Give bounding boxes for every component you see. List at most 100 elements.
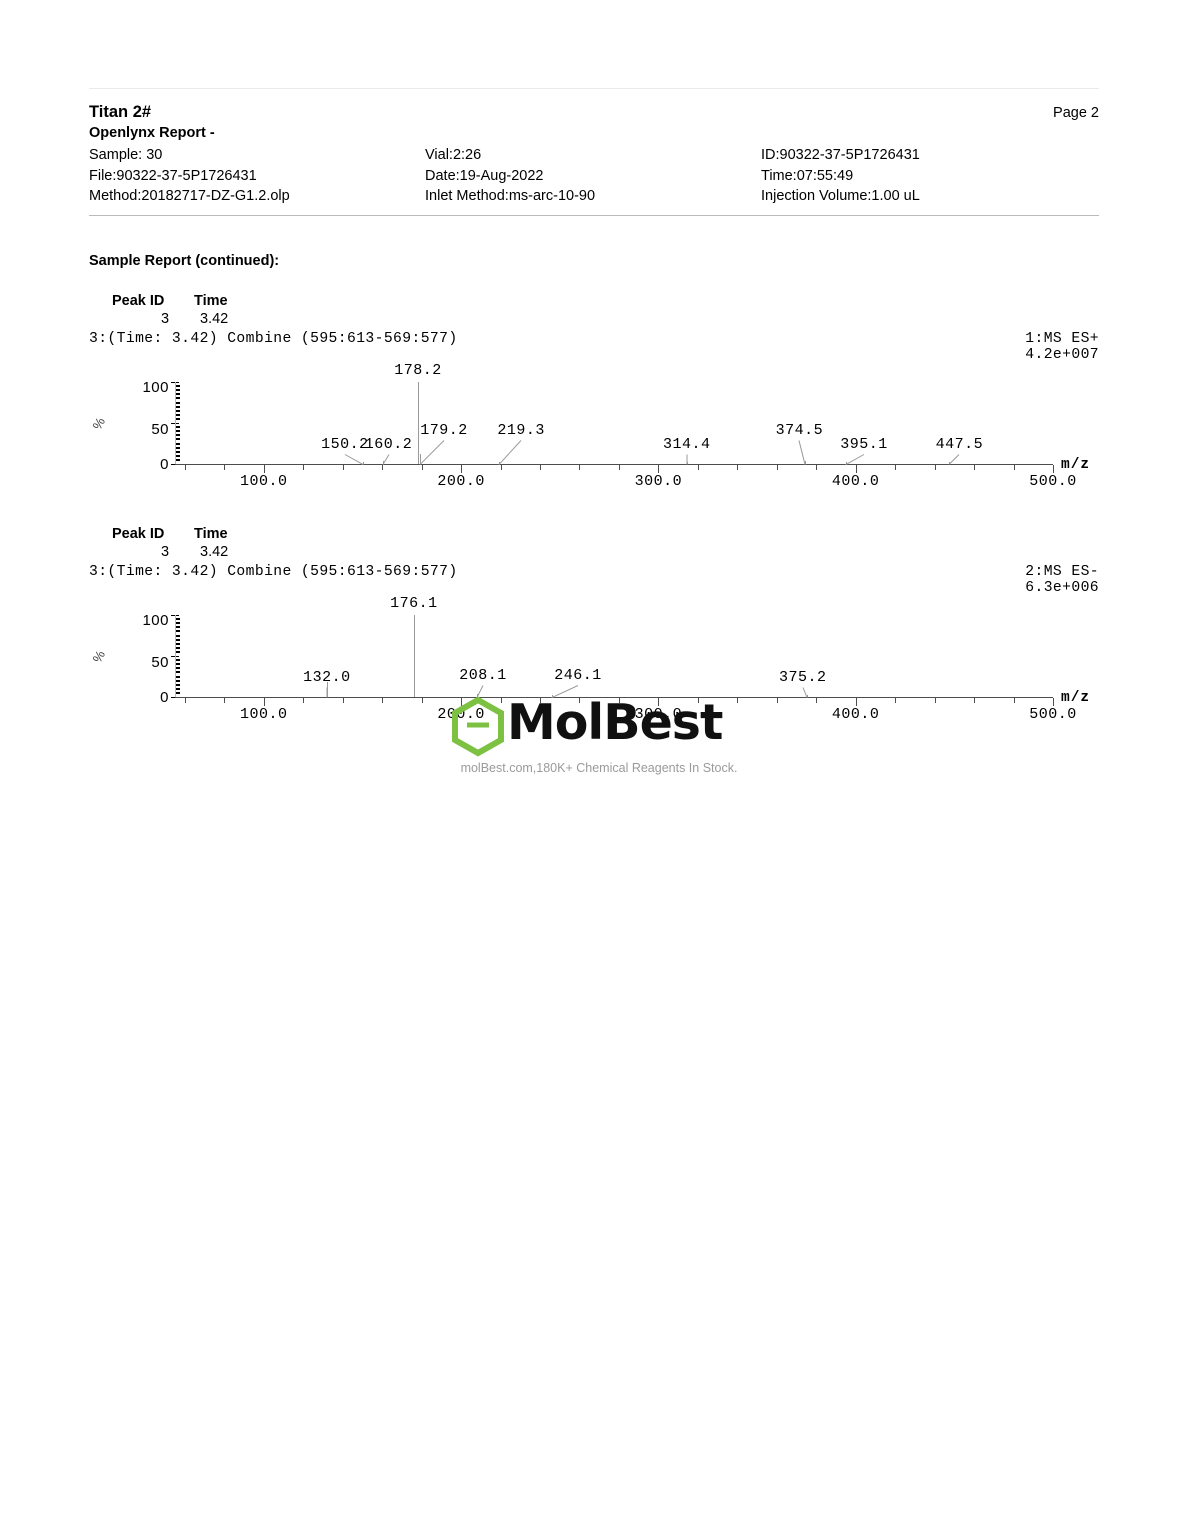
x-tick-label: 500.0 xyxy=(1029,473,1077,490)
x-tick-mark xyxy=(461,465,463,473)
x-tick-mark xyxy=(776,465,778,470)
report-metadata-grid: Sample: 30 Vial:2:26 ID:90322-37-5P17264… xyxy=(89,147,1099,209)
report-subtitle: Openlynx Report - xyxy=(89,125,215,141)
x-tick-mark xyxy=(421,698,423,703)
y-minor-tick xyxy=(175,659,180,662)
peak-leader-line xyxy=(686,454,688,465)
metadata-inlet-method: Inlet Method:ms-arc-10-90 xyxy=(425,188,596,204)
x-tick-mark xyxy=(184,698,186,703)
spectrum-peak xyxy=(326,682,328,697)
peak-annotation: 179.2 xyxy=(420,422,468,439)
peak-leader-line xyxy=(798,440,806,465)
x-tick-mark xyxy=(974,698,976,703)
x-tick-label: 200.0 xyxy=(437,706,485,723)
peak-annotation: 219.3 xyxy=(497,422,545,439)
y-axis-line xyxy=(175,615,176,697)
x-tick-mark xyxy=(895,698,897,703)
y-minor-tick xyxy=(175,438,180,441)
x-tick-mark xyxy=(263,698,265,706)
peak-annotation: 246.1 xyxy=(554,667,602,684)
y-minor-tick xyxy=(175,454,180,457)
y-tick-label: 100 xyxy=(142,612,169,629)
peak-leader-line xyxy=(498,440,522,465)
y-minor-tick xyxy=(175,397,180,400)
y-minor-tick xyxy=(175,663,180,666)
y-minor-tick xyxy=(175,691,180,694)
section-title: Sample Report (continued): xyxy=(89,253,280,269)
peak-leader-line xyxy=(419,440,445,465)
peak-annotation: 132.0 xyxy=(303,669,351,686)
header-bottom-divider xyxy=(89,215,1099,216)
spectrum-peak xyxy=(413,615,415,697)
metadata-id: ID:90322-37-5P1726431 xyxy=(761,147,920,163)
x-tick-mark xyxy=(934,698,936,703)
x-tick-mark xyxy=(382,465,384,470)
percent-axis-label: % xyxy=(89,647,109,666)
metadata-file: File:90322-37-5P1726431 xyxy=(89,167,257,184)
x-tick-mark xyxy=(1053,698,1054,706)
x-tick-mark xyxy=(579,698,581,703)
x-tick-mark xyxy=(263,465,265,473)
x-tick-mark xyxy=(737,698,739,703)
peak-annotation: 395.1 xyxy=(840,436,888,453)
x-tick-label: 400.0 xyxy=(831,473,880,490)
spectrum-peak xyxy=(805,460,807,464)
x-tick-label: 500.0 xyxy=(1029,706,1077,723)
trace-title: 3:(Time: 3.42) Combine (595:613-569:577) xyxy=(89,564,458,580)
x-tick-mark xyxy=(540,698,541,703)
x-tick-mark xyxy=(500,465,502,470)
x-tick-label: 100.0 xyxy=(240,706,288,723)
function-label: 2:MS ES-6.3e+006 xyxy=(1025,564,1099,596)
intensity-label: 4.2e+007 xyxy=(1025,347,1099,363)
x-tick-mark xyxy=(658,465,660,473)
peak-annotation: 447.5 xyxy=(935,436,984,453)
x-tick-label: 200.0 xyxy=(437,473,485,490)
peak-leader-line xyxy=(326,687,328,698)
peak-id-value: 3 xyxy=(161,311,170,327)
peak-annotation: 150.2 xyxy=(321,436,369,453)
x-tick-mark xyxy=(974,465,976,470)
metadata-injection-volume: Injection Volume:1.00 uL xyxy=(761,188,920,204)
y-axis-line xyxy=(175,382,176,464)
x-tick-mark xyxy=(816,698,818,703)
x-axis-title: m/z xyxy=(1061,457,1091,473)
y-tick-label: 50 xyxy=(151,421,169,438)
peak-time-value: 3.42 xyxy=(200,544,229,560)
y-minor-tick xyxy=(175,687,180,690)
y-minor-tick xyxy=(175,458,180,461)
peak-annotation: 160.2 xyxy=(364,436,413,453)
x-tick-mark xyxy=(500,698,502,703)
y-minor-tick xyxy=(175,638,180,641)
y-minor-tick xyxy=(175,626,180,629)
function-label: 1:MS ES+4.2e+007 xyxy=(1025,331,1099,363)
peak-leader-line xyxy=(476,685,484,698)
spectrum-peak xyxy=(806,694,808,697)
x-tick-mark xyxy=(342,698,344,703)
x-tick-label: 400.0 xyxy=(831,706,880,723)
y-minor-tick xyxy=(175,646,180,649)
x-tick-label: 300.0 xyxy=(634,473,683,490)
metadata-time: Time:07:55:49 xyxy=(761,167,854,184)
x-tick-mark xyxy=(618,465,620,470)
metadata-date: Date:19-Aug-2022 xyxy=(425,167,544,184)
y-minor-tick xyxy=(175,417,180,420)
spectrum-peak xyxy=(686,462,688,464)
peak-id-header: Peak ID xyxy=(112,526,165,542)
y-minor-tick xyxy=(175,667,180,670)
metadata-row: Method:20182717-DZ-G1.2.olp Inlet Method… xyxy=(89,188,1099,209)
x-tick-label: 300.0 xyxy=(634,706,683,723)
x-tick-mark xyxy=(579,465,581,470)
y-minor-tick xyxy=(175,675,180,678)
y-minor-tick xyxy=(175,393,180,396)
metadata-method: Method:20182717-DZ-G1.2.olp xyxy=(89,188,290,204)
x-tick-mark xyxy=(697,698,699,703)
y-minor-tick xyxy=(175,413,180,416)
x-tick-mark xyxy=(540,465,541,470)
spectrum-peak xyxy=(420,454,422,464)
y-minor-tick xyxy=(175,618,180,621)
time-header: Time xyxy=(194,526,228,542)
x-tick-mark xyxy=(184,465,186,470)
x-tick-mark xyxy=(816,465,818,470)
